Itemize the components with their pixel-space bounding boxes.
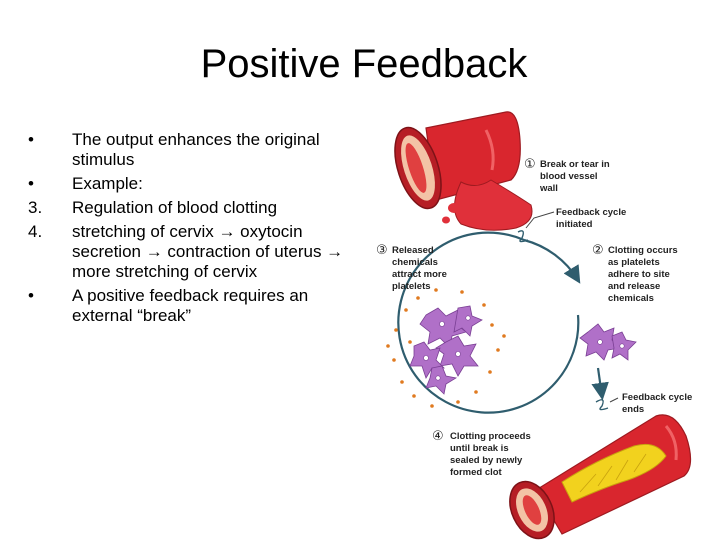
step-2-label: ② Clotting occurs as platelets adhere to…	[592, 243, 678, 304]
step-3-line: Released	[392, 245, 434, 256]
feedback-end-label: Feedback cycle ends	[609, 392, 692, 415]
bullet-text: stretching of cervix → oxytocin secretio…	[72, 222, 344, 281]
step-1-line: Break or tear in	[540, 159, 610, 170]
feedback-end-line: Feedback cycle	[622, 392, 692, 403]
step-4-line: until break is	[450, 443, 509, 454]
feedback-end-line: ends	[622, 404, 644, 415]
step-1-number: ①	[524, 157, 536, 172]
bullet-marker: •	[28, 130, 34, 149]
bullet-marker: •	[28, 286, 34, 305]
step-2-line: chemicals	[608, 293, 654, 304]
bullet-text: A positive feedback requires an external…	[72, 286, 309, 325]
step-2-line: as platelets	[608, 257, 660, 268]
step-3-line: chemicals	[392, 257, 438, 268]
step-4-line: Clotting proceeds	[450, 431, 531, 442]
bullet-item: 3. Regulation of blood clotting	[28, 198, 348, 218]
step-3-line: platelets	[392, 281, 431, 292]
step-4-label: ④ Clotting proceeds until break is seale…	[432, 429, 531, 478]
feedback-start-line: Feedback cycle	[556, 207, 626, 218]
bullet-text: Regulation of blood clotting	[72, 198, 278, 217]
step-2-line: adhere to site	[608, 269, 670, 280]
platelet-cluster-left	[386, 288, 506, 408]
torn-vessel	[394, 111, 533, 231]
step-3-line: attract more	[392, 269, 447, 280]
bullet-item: • Example:	[28, 174, 348, 194]
bullet-text: The output enhances the original stimulu…	[72, 130, 320, 169]
step-2-line: and release	[608, 281, 660, 292]
bullet-marker: 3.	[28, 198, 43, 217]
step-1-label: ① Break or tear in blood vessel wall	[524, 157, 610, 194]
platelet-cluster-right	[579, 323, 637, 361]
bullet-text: Example:	[72, 174, 143, 193]
step-2-line: Clotting occurs	[608, 245, 678, 256]
bullet-item: 4. stretching of cervix → oxytocin secre…	[28, 222, 348, 282]
bullet-marker: •	[28, 174, 34, 193]
feedback-start-label: Feedback cycle initiated	[525, 207, 626, 230]
feedback-cycle-loop	[397, 230, 609, 414]
feedback-start-line: initiated	[556, 219, 593, 230]
step-1-line: blood vessel	[540, 171, 598, 182]
step-3-label: ③ Released chemicals attract more platel…	[376, 243, 447, 292]
bullet-marker: 4.	[28, 222, 43, 241]
step-3-number: ③	[376, 243, 388, 258]
bullet-item: • A positive feedback requires an externa…	[28, 286, 348, 326]
step-1-line: wall	[539, 183, 558, 194]
sealed-vessel	[509, 414, 692, 540]
step-4-line: formed clot	[450, 467, 503, 478]
bullet-list: • The output enhances the original stimul…	[28, 130, 348, 330]
blood-clotting-diagram: ① Break or tear in blood vessel wall Fee…	[376, 111, 692, 540]
step-4-line: sealed by newly	[450, 455, 523, 466]
step-4-number: ④	[432, 429, 444, 444]
bullet-item: • The output enhances the original stimul…	[28, 130, 348, 170]
step-2-number: ②	[592, 243, 604, 258]
slide-title: Positive Feedback	[200, 42, 528, 86]
